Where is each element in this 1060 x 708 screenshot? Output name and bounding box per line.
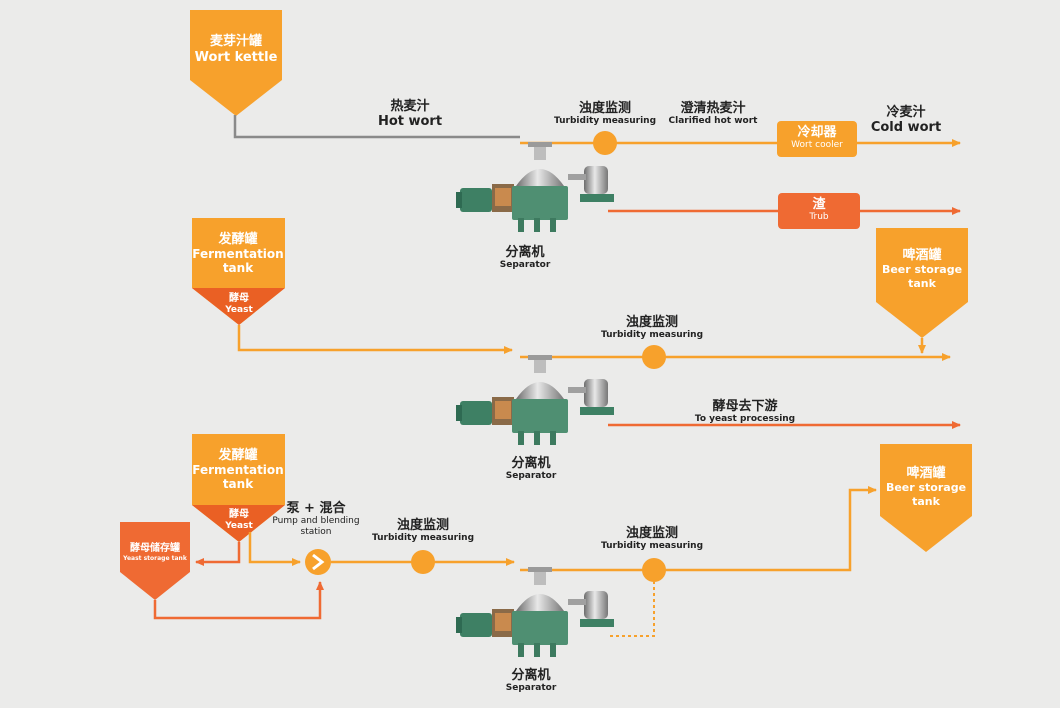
turbidity-sensor-1 <box>593 131 617 155</box>
beer-line-3 <box>520 486 877 572</box>
turbidity-label-3: 浊度监测 Turbidity measuring <box>371 518 475 543</box>
hot-wort-line <box>233 115 520 139</box>
turbidity-label-1: 浊度监测 Turbidity measuring <box>553 101 657 126</box>
pump-blending-station <box>305 549 331 575</box>
separator-machine-3 <box>456 567 614 657</box>
turbidity-label-2: 浊度监测 Turbidity measuring <box>600 315 704 340</box>
yeast-label-2: 酵母 Yeast <box>225 509 253 531</box>
hot-wort-label: 热麦汁 Hot wort <box>377 99 443 129</box>
pump-chevron-icon <box>312 553 325 571</box>
separator-label-1: 分离机 Separator <box>499 245 551 270</box>
feed-line-2 <box>237 325 513 354</box>
yeast-cone-2 <box>192 505 285 542</box>
beer-storage-label-1: 啤酒罐 Beer storage tank <box>881 248 963 290</box>
beer-storage-label-2: 啤酒罐 Beer storage tank <box>885 466 967 508</box>
separator-label-3: 分离机 Separator <box>505 668 557 693</box>
pump-blending-label: 泵 + 混合 Pump and blending station <box>272 501 360 537</box>
yeast-cone-1 <box>192 288 285 325</box>
feedback-dotted-line <box>610 582 655 637</box>
fermentation-to-pump-line <box>248 532 301 566</box>
wort-cooler-box: 冷却器 Wort cooler <box>777 121 857 157</box>
beer-storage-tank-2 <box>880 444 972 552</box>
fermentation-tank-label-2: 发酵罐 Fermentation tank <box>192 448 284 491</box>
beer-storage-tank-1 <box>876 228 968 338</box>
yeast-storage-label: 酵母储存罐 Yeast storage tank <box>123 543 187 562</box>
yeast-to-storage-line <box>195 542 241 566</box>
turbidity-sensor-3 <box>411 550 435 574</box>
wort-kettle-tank <box>190 10 282 116</box>
wort-kettle-label: 麦芽汁罐 Wort kettle <box>194 34 278 65</box>
yeast-storage-return-line <box>153 581 324 620</box>
fermentation-tank-label-1: 发酵罐 Fermentation tank <box>192 232 284 275</box>
clarified-wort-label: 澄清热麦汁 Clarified hot wort <box>668 101 758 126</box>
cold-wort-label: 冷麦汁 Cold wort <box>870 105 942 135</box>
separator-machine-2 <box>456 355 614 445</box>
separator-label-2: 分离机 Separator <box>505 456 557 481</box>
turbidity-sensor-2 <box>642 345 666 369</box>
turbidity-sensor-4 <box>642 558 666 582</box>
trub-box: 渣 Trub <box>778 193 860 229</box>
yeast-processing-label: 酵母去下游 To yeast processing <box>694 399 796 424</box>
separator-machine-1 <box>456 142 614 232</box>
yeast-storage-tank <box>120 522 190 600</box>
yeast-label-1: 酵母 Yeast <box>225 293 253 315</box>
turbidity-label-4: 浊度监测 Turbidity measuring <box>600 526 704 551</box>
